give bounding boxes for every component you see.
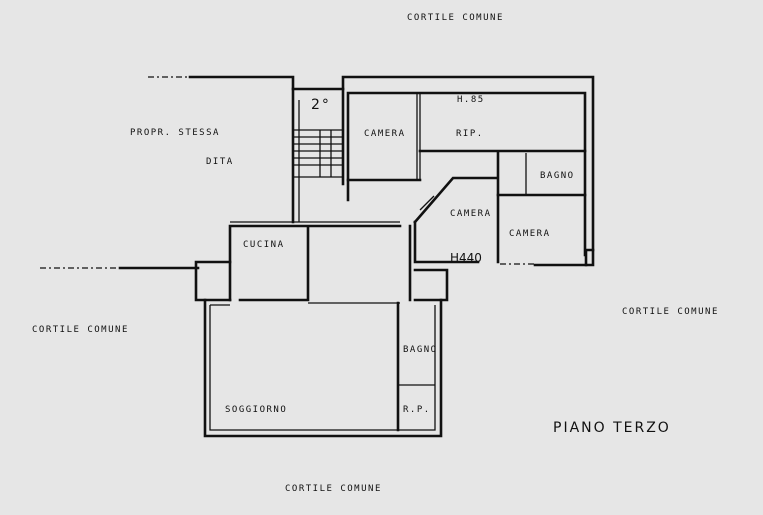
neighbor-label-2: DITA <box>206 157 234 167</box>
courtyard-label-bottom: CORTILE COMUNE <box>285 484 382 494</box>
room-cucina: CUCINA <box>243 240 285 250</box>
height-label-mid: H440 <box>450 251 482 265</box>
room-camera-1: CAMERA <box>364 129 406 139</box>
room-rp: R.P. <box>403 405 431 415</box>
room-ripostiglio: RIP. <box>456 129 484 139</box>
labels: CORTILE COMUNE CORTILE COMUNE CORTILE CO… <box>32 13 719 494</box>
courtyard-label-right: CORTILE COMUNE <box>622 307 719 317</box>
stair-label: 2° <box>311 97 331 113</box>
courtyard-label-left: CORTILE COMUNE <box>32 325 129 335</box>
courtyard-label-top: CORTILE COMUNE <box>407 13 504 23</box>
walls <box>40 75 595 438</box>
room-soggiorno: SOGGIORNO <box>225 405 287 415</box>
room-camera-2: CAMERA <box>450 209 492 219</box>
room-camera-3: CAMERA <box>509 229 551 239</box>
room-bagno-2: BAGNO <box>403 345 438 355</box>
neighbor-label: PROPR. STESSA <box>130 128 220 138</box>
room-bagno-1: BAGNO <box>540 171 575 181</box>
plan-title: PIANO TERZO <box>553 420 671 436</box>
height-label-top: H.85 <box>457 95 485 105</box>
